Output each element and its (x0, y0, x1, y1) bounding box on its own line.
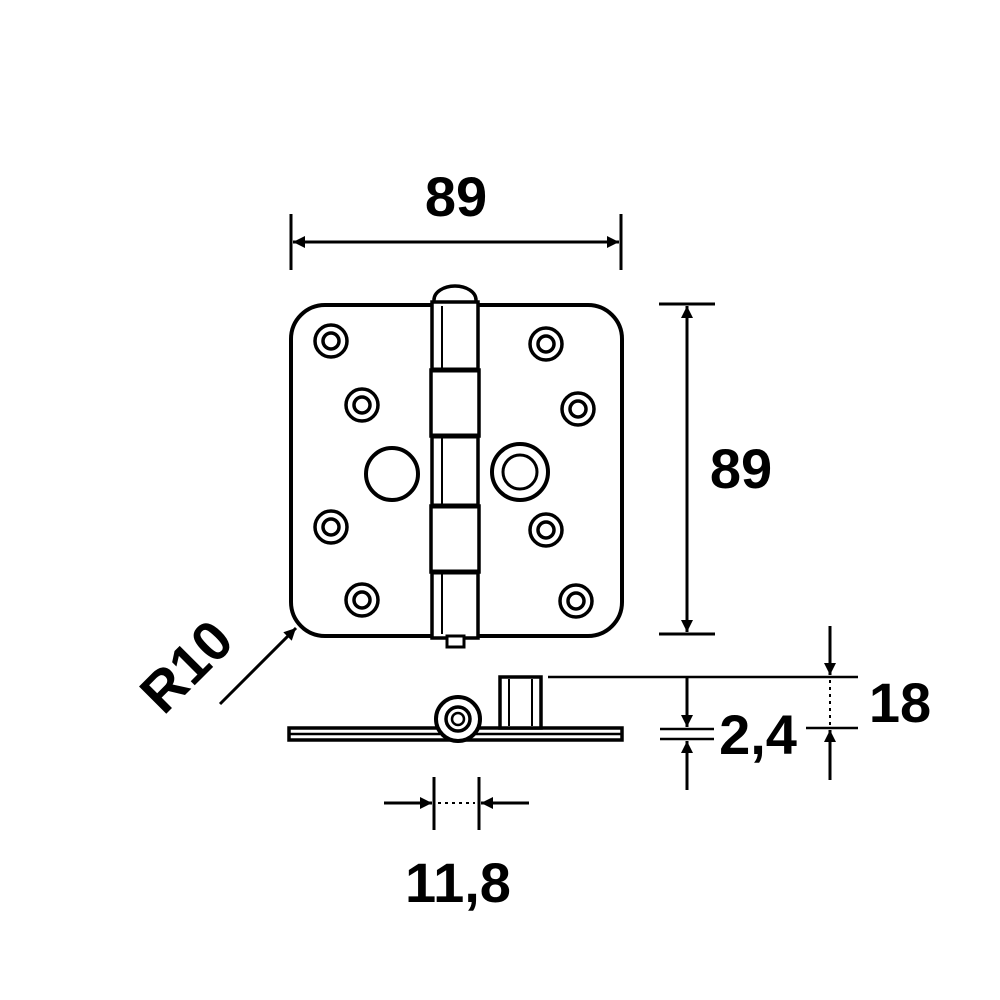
dimension-pin-height: 18 (548, 626, 931, 780)
hinge-front-view (289, 284, 624, 649)
side-security-stud (498, 675, 543, 730)
security-stud-right (490, 442, 550, 502)
screw-hole-right-2 (560, 391, 596, 427)
dimension-height-label: 89 (710, 437, 772, 500)
dimension-width-label: 89 (425, 165, 487, 228)
dimension-pin-height-label: 18 (869, 671, 931, 734)
hinge-knuckle (429, 284, 481, 649)
screw-hole-right-1 (528, 326, 564, 362)
screw-hole-left-1 (313, 323, 349, 359)
hinge-pin-tip (445, 634, 466, 649)
screw-hole-left-4 (344, 582, 380, 618)
security-hole-left (364, 446, 420, 502)
dimension-height: 89 (659, 302, 772, 636)
dimension-knuckle: 11,8 (384, 777, 529, 914)
dimension-corner-radius-label: R10 (128, 608, 245, 725)
screw-hole-right-3 (528, 512, 564, 548)
screw-hole-right-4 (558, 583, 594, 619)
dimension-thickness-label: 2,4 (719, 703, 797, 766)
dimension-corner-radius: R10 (128, 608, 298, 725)
dimension-width: 89 (289, 165, 623, 270)
screw-hole-left-2 (344, 387, 380, 423)
dimension-knuckle-label: 11,8 (405, 851, 511, 914)
hinge-side-view (287, 675, 624, 743)
dimension-thickness: 2,4 (660, 678, 797, 790)
side-knuckle (434, 695, 482, 743)
screw-hole-left-3 (313, 509, 349, 545)
